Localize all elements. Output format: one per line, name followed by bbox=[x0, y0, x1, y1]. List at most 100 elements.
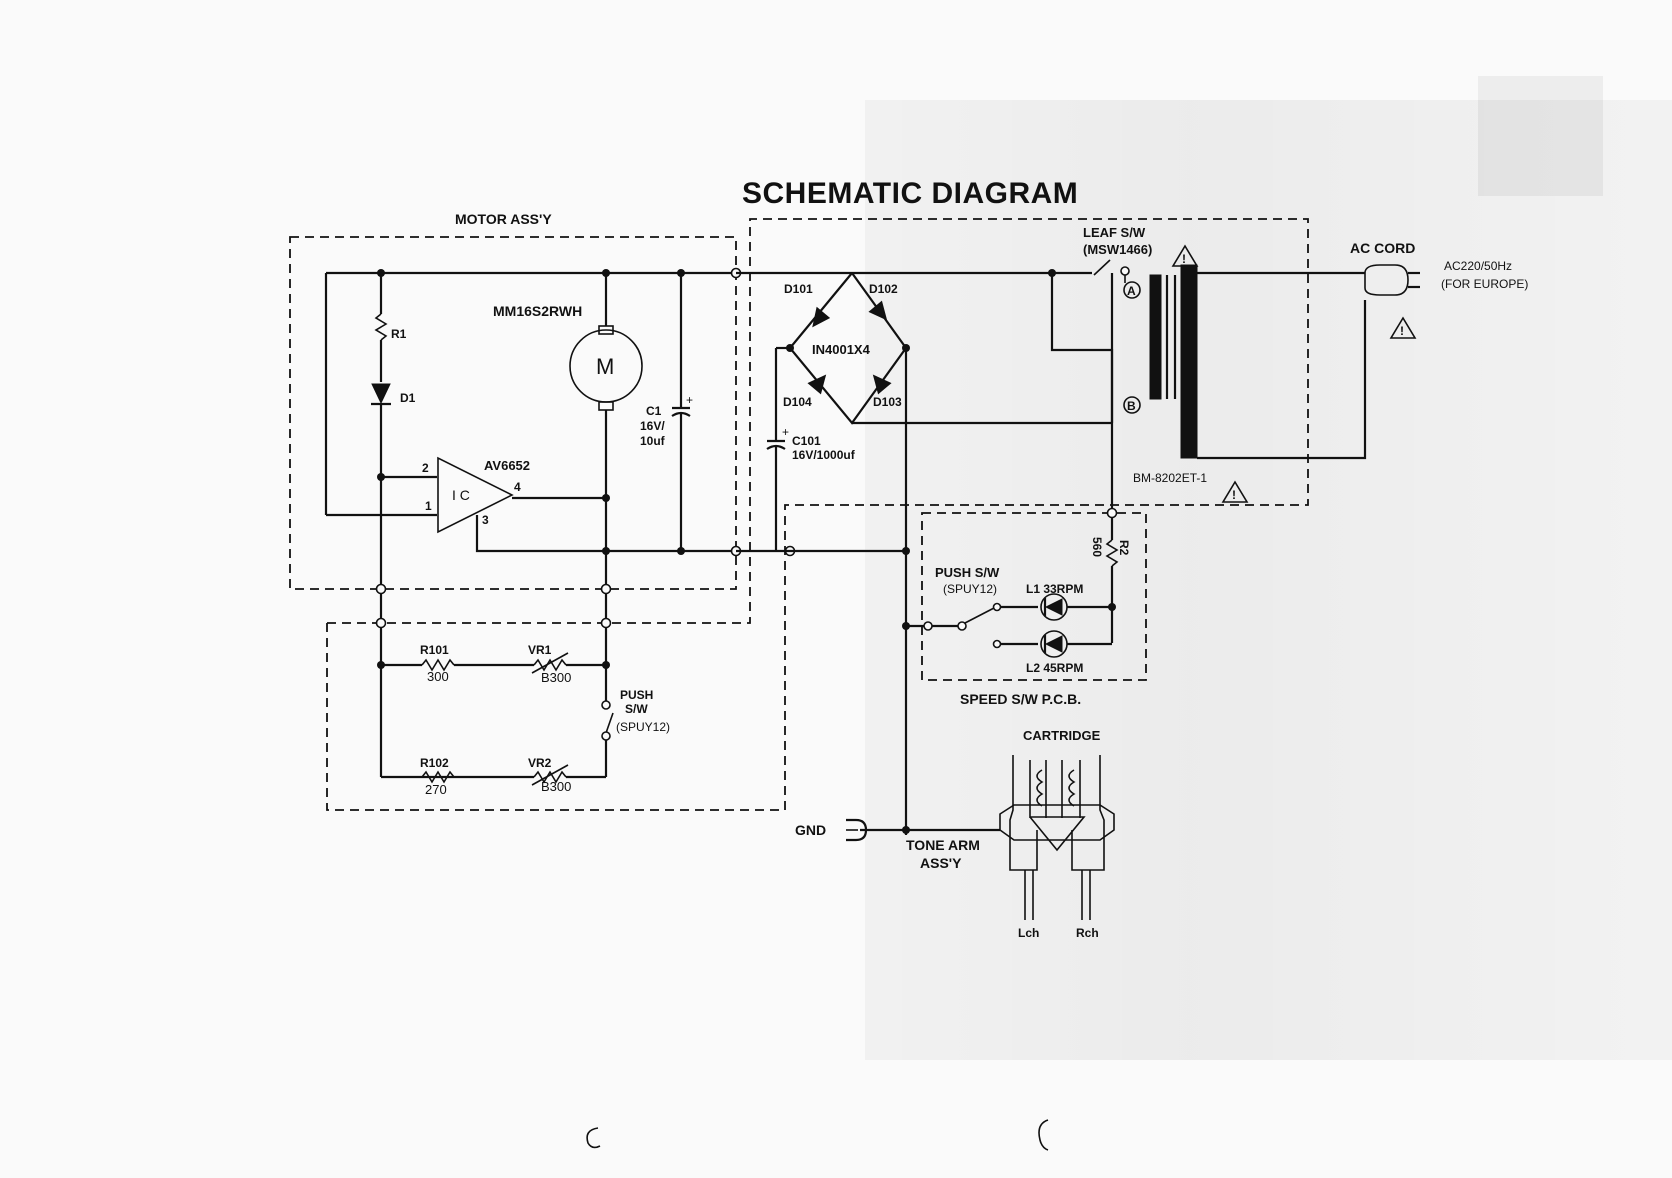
junction bbox=[602, 547, 610, 555]
ic-name-label: AV6652 bbox=[484, 458, 530, 473]
vr2-resistor bbox=[533, 770, 567, 784]
r102-label: R102 bbox=[420, 756, 449, 770]
c1-rating: 16V/ bbox=[640, 419, 665, 433]
r1-resistor bbox=[374, 313, 388, 341]
scan-mark bbox=[1038, 1119, 1049, 1151]
vr1-value: B300 bbox=[541, 670, 571, 685]
bridge-label: IN4001X4 bbox=[812, 342, 871, 357]
vr1-resistor bbox=[533, 658, 567, 672]
l2-led bbox=[1040, 630, 1068, 658]
vr1-label: VR1 bbox=[528, 643, 552, 657]
junction bbox=[902, 622, 910, 630]
r101-label: R101 bbox=[420, 643, 449, 657]
c101-plus: + bbox=[782, 425, 789, 439]
motor-assy-label: MOTOR ASS'Y bbox=[455, 211, 552, 227]
transformer-label: BM-8202ET-1 bbox=[1133, 471, 1207, 485]
l2-label: L2 45RPM bbox=[1026, 661, 1083, 675]
d102-label: D102 bbox=[869, 282, 898, 296]
terminal-a-label: A bbox=[1127, 284, 1136, 298]
terminal-b-label: B bbox=[1127, 399, 1136, 413]
d102-diode bbox=[868, 300, 888, 321]
motor-symbol: M bbox=[596, 354, 614, 379]
svg-text:!: ! bbox=[1232, 488, 1236, 502]
ic-av6652 bbox=[437, 456, 514, 534]
c1-label: C1 bbox=[646, 404, 662, 418]
r102-value: 270 bbox=[425, 782, 447, 797]
l1-label: L1 33RPM bbox=[1026, 582, 1083, 596]
scan-edge-mark bbox=[1478, 76, 1603, 196]
push-sw-contact-1 bbox=[992, 602, 1002, 612]
vr2-label: VR2 bbox=[528, 756, 552, 770]
push-sw-contact-2 bbox=[992, 639, 1002, 649]
transformer-winding-2 bbox=[1180, 264, 1198, 459]
r1-label: R1 bbox=[391, 327, 407, 341]
ac-line-bottom bbox=[1197, 300, 1367, 460]
lch-label: Lch bbox=[1018, 926, 1039, 940]
ac-spec-label: AC220/50Hz bbox=[1444, 259, 1512, 273]
l1-led bbox=[1040, 593, 1068, 621]
junction bbox=[602, 269, 610, 277]
d1-label: D1 bbox=[400, 391, 416, 405]
junction bbox=[377, 661, 385, 669]
push-sw2-blade bbox=[605, 712, 614, 734]
motor-model-label: MM16S2RWH bbox=[493, 303, 582, 319]
d104-label: D104 bbox=[783, 395, 812, 409]
rch-label: Rch bbox=[1076, 926, 1099, 940]
junction bbox=[902, 547, 910, 555]
leaf-sw-part: (MSW1466) bbox=[1083, 242, 1152, 257]
scan-shadow bbox=[865, 100, 1672, 1060]
ac-plug bbox=[1364, 264, 1409, 296]
gnd-terminal bbox=[846, 818, 868, 842]
scan-mark bbox=[586, 1127, 601, 1149]
r101-value: 300 bbox=[427, 669, 449, 684]
ac-cord-label: AC CORD bbox=[1350, 240, 1415, 256]
junction bbox=[677, 547, 685, 555]
warning-icon: ! bbox=[1221, 480, 1249, 503]
push-sw-part: (SPUY12) bbox=[943, 582, 997, 596]
terminal bbox=[1106, 507, 1118, 519]
junction bbox=[377, 269, 385, 277]
r102-resistor bbox=[421, 770, 455, 784]
d101-label: D101 bbox=[784, 282, 813, 296]
junction bbox=[377, 473, 385, 481]
push-sw2-contact bbox=[601, 700, 611, 710]
push-sw-blade bbox=[964, 607, 995, 624]
tone-arm-label-2: ASS'Y bbox=[920, 855, 962, 871]
leaf-sw-blade bbox=[1093, 259, 1111, 276]
c101-plate-bottom bbox=[766, 444, 786, 450]
speed-pcb-boundary bbox=[921, 512, 1147, 681]
r2-value: 560 bbox=[1090, 537, 1104, 557]
transformer-winding-1 bbox=[1149, 274, 1162, 400]
d103-label: D103 bbox=[873, 395, 902, 409]
ic-pin3-wire bbox=[475, 515, 736, 553]
push-sw-pin bbox=[923, 621, 933, 631]
ic-pin1-label: 1 bbox=[425, 499, 432, 513]
r101-resistor bbox=[421, 658, 455, 672]
terminal-a-marker bbox=[1123, 281, 1141, 299]
cartridge bbox=[999, 755, 1115, 920]
vr1-arrow bbox=[531, 652, 569, 674]
ic-pin2-label: 2 bbox=[422, 461, 429, 475]
svg-text:!: ! bbox=[1400, 324, 1404, 338]
warning-icon: ! bbox=[1171, 244, 1199, 267]
push-sw2-contact bbox=[601, 731, 611, 741]
c101-label: C101 bbox=[792, 434, 821, 448]
ac-region-label: (FOR EUROPE) bbox=[1441, 277, 1528, 291]
ic-pin3-label: 3 bbox=[482, 513, 489, 527]
d101-diode bbox=[812, 306, 831, 328]
speed-pcb-label: SPEED S/W P.C.B. bbox=[960, 691, 1081, 707]
svg-text:!: ! bbox=[1182, 252, 1186, 266]
push-sw-label: PUSH S/W bbox=[935, 565, 1000, 580]
c101-value: 16V/1000uf bbox=[792, 448, 856, 462]
gnd-label: GND bbox=[795, 822, 826, 838]
push-sw-pivot bbox=[957, 621, 967, 631]
motor-assy-boundary bbox=[289, 236, 737, 590]
tone-arm-label: TONE ARM bbox=[906, 837, 980, 853]
ic-symbol: I C bbox=[452, 487, 470, 503]
vr2-arrow bbox=[531, 764, 569, 786]
terminal bbox=[375, 583, 387, 595]
d104-diode bbox=[807, 374, 827, 395]
push-sw2-part: (SPUY12) bbox=[616, 720, 670, 734]
